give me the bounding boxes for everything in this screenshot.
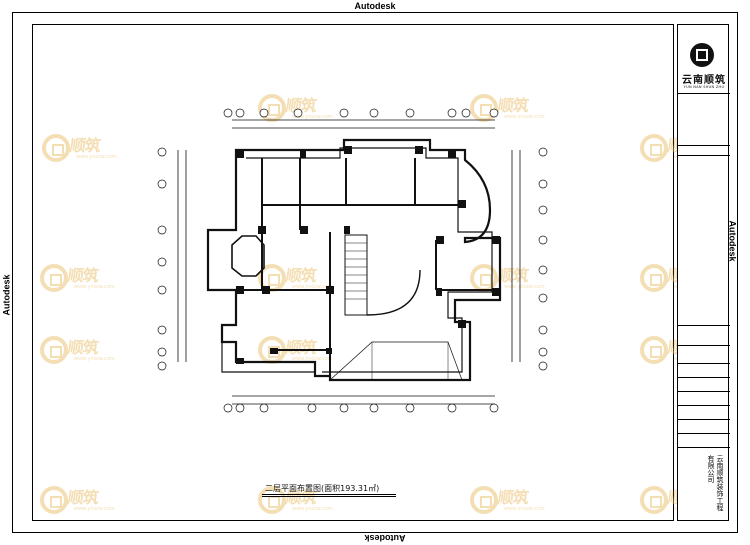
watermark-logo-icon [470,486,498,514]
watermark-logo-icon [640,264,668,292]
watermark-url: www.ynszw.com [74,284,115,290]
watermark-logo-icon [42,134,70,162]
watermark-url: www.ynszw.com [292,284,333,290]
title-block-divider [678,325,730,326]
title-block-divider [678,363,730,364]
title-block-divider [678,155,730,156]
watermark-logo-icon [640,486,668,514]
watermark-logo-icon [40,336,68,364]
company-brand: 云南顺筑 [682,75,726,86]
title-block-divider [678,419,730,420]
title-block-divider [678,405,730,406]
drawing-sheet-border [12,12,738,533]
watermark-logo-icon [40,264,68,292]
watermark-url: www.ynszw.com [504,114,545,120]
watermark-url: www.ynszw.com [292,114,333,120]
watermark-logo-icon [258,486,286,514]
drawing-frame [32,24,674,521]
exterior-wall [206,138,502,382]
watermark-url: www.ynszw.com [74,356,115,362]
title-block-divider [678,391,730,392]
title-underline [262,494,396,495]
title-block-divider [678,345,730,346]
company-logo-icon [690,43,714,67]
autodesk-stamp-top: Autodesk [354,1,396,11]
company-name: 云南顺筑装饰工程有限公司 [707,455,724,511]
watermark-url: www.ynszw.com [74,506,115,512]
watermark-logo-icon [640,336,668,364]
title-block-divider [678,433,730,434]
watermark-url: www.ynszw.com [504,506,545,512]
watermark-url: www.ynszw.com [292,506,333,512]
title-block-divider [678,145,730,146]
title-block-divider [678,93,730,94]
title-block-divider [678,377,730,378]
watermark-url: www.ynszw.com [76,154,117,160]
title-block-divider [678,447,730,448]
plan-title: 二层平面布置图(面积193.31㎡) [265,484,380,493]
watermark-logo-icon [640,134,668,162]
company-brand-english: YUN NAN SHUN ZHU [683,85,725,89]
title-underline-double [262,496,396,497]
watermark-url: www.ynszw.com [292,356,333,362]
title-block: 云南顺筑 YUN NAN SHUN ZHU 云南顺筑装饰工程有限公司 [677,24,730,521]
watermark-url: www.ynszw.com [504,284,545,290]
watermark-logo-icon [40,486,68,514]
